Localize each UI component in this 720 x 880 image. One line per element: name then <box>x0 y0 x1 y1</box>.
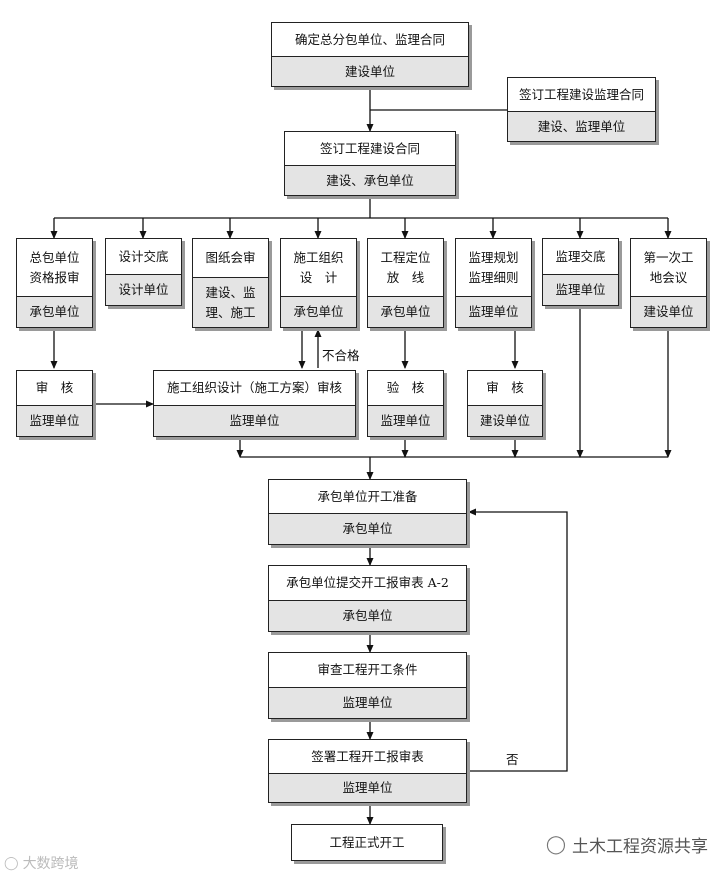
node-n7: 施工组织 设 计 承包单位 <box>280 238 357 328</box>
watermark-right-text: 土木工程资源共享 <box>572 837 708 857</box>
node-n13-role: 监理单位 <box>154 405 355 436</box>
node-n10-task: 监理交底 <box>555 248 606 264</box>
node-n16-role: 承包单位 <box>269 513 466 544</box>
node-n13: 施工组织设计（施工方案）审核 监理单位 <box>153 370 356 437</box>
node-n12-role: 监理单位 <box>17 405 92 436</box>
node-n8-task: 工程定位 放 线 <box>380 249 431 285</box>
node-n10-role: 监理单位 <box>543 274 618 305</box>
label-no: 否 <box>506 752 519 767</box>
node-n6-role: 建设、监 理、施工 <box>193 277 268 327</box>
node-n9-role: 监理单位 <box>456 296 531 327</box>
node-n5-role: 设计单位 <box>106 274 181 305</box>
node-n12: 审 核 监理单位 <box>16 370 93 437</box>
node-n11: 第一次工 地会议 建设单位 <box>630 238 707 328</box>
node-n13-task: 施工组织设计（施工方案）审核 <box>166 380 342 395</box>
node-n9: 监理规划 监理细则 监理单位 <box>455 238 532 328</box>
watermark-right: ◯ 土木工程资源共享 <box>546 832 708 857</box>
node-n19: 签署工程开工报审表 监理单位 <box>268 739 467 803</box>
brand-logo-icon: ◯ <box>4 855 19 871</box>
node-n1-task: 确定总分包单位、监理合同 <box>294 31 445 47</box>
node-n14-role: 监理单位 <box>368 405 443 436</box>
node-n18: 审查工程开工条件 监理单位 <box>268 652 467 719</box>
node-n9-task: 监理规划 监理细则 <box>468 249 519 285</box>
node-n19-task: 签署工程开工报审表 <box>311 748 424 764</box>
node-n20-task: 工程正式开工 <box>329 834 405 850</box>
node-n2-task: 签订工程建设监理合同 <box>518 86 644 102</box>
node-n8: 工程定位 放 线 承包单位 <box>367 238 444 328</box>
node-n11-role: 建设单位 <box>631 296 706 327</box>
node-n3-role: 建设、承包单位 <box>285 165 455 195</box>
node-n15-role: 建设单位 <box>468 405 542 436</box>
node-n5-task: 设计交底 <box>118 248 169 264</box>
node-n7-role: 承包单位 <box>281 296 356 327</box>
node-n19-role: 监理单位 <box>269 773 466 802</box>
node-n1-role: 建设单位 <box>272 56 468 86</box>
node-n4-task: 总包单位 资格报审 <box>29 249 80 285</box>
node-n16-task: 承包单位开工准备 <box>317 488 418 504</box>
arrow-no-loop <box>467 508 568 772</box>
node-n11-task: 第一次工 地会议 <box>643 249 694 285</box>
watermark-left: ◯ 大数跨境 <box>4 853 79 873</box>
node-n17-role: 承包单位 <box>269 600 466 631</box>
node-n3: 签订工程建设合同 建设、承包单位 <box>284 131 456 196</box>
watermark-left-text: 大数跨境 <box>22 856 79 872</box>
node-n10: 监理交底 监理单位 <box>542 238 619 306</box>
node-n4-role: 承包单位 <box>17 296 92 327</box>
node-n2-role: 建设、监理单位 <box>508 111 655 141</box>
node-n7-task: 施工组织 设 计 <box>293 249 344 285</box>
node-n2: 签订工程建设监理合同 建设、监理单位 <box>507 77 656 142</box>
node-n8-role: 承包单位 <box>368 296 443 327</box>
node-n17: 承包单位提交开工报审表 A-2 承包单位 <box>268 565 467 632</box>
node-n3-task: 签订工程建设合同 <box>319 140 420 156</box>
node-n1: 确定总分包单位、监理合同 建设单位 <box>271 22 469 87</box>
node-n18-role: 监理单位 <box>269 687 466 718</box>
label-reject: 不合格 <box>322 348 360 363</box>
wechat-icon: ◯ <box>545 834 566 855</box>
node-n12-task: 审 核 <box>35 380 74 395</box>
node-n17-task: 承包单位提交开工报审表 A-2 <box>286 575 449 590</box>
node-n14-task: 验 核 <box>386 380 425 395</box>
node-n6: 图纸会审 建设、监 理、施工 <box>192 238 269 328</box>
node-n14: 验 核 监理单位 <box>367 370 444 437</box>
node-n5: 设计交底 设计单位 <box>105 238 182 306</box>
node-n16: 承包单位开工准备 承包单位 <box>268 479 467 545</box>
node-n18-task: 审查工程开工条件 <box>317 662 418 677</box>
node-n15: 审 核 建设单位 <box>467 370 543 437</box>
node-n4: 总包单位 资格报审 承包单位 <box>16 238 93 328</box>
node-n15-task: 审 核 <box>486 380 524 395</box>
node-n20: 工程正式开工 <box>291 824 443 861</box>
node-n6-task: 图纸会审 <box>205 250 256 265</box>
